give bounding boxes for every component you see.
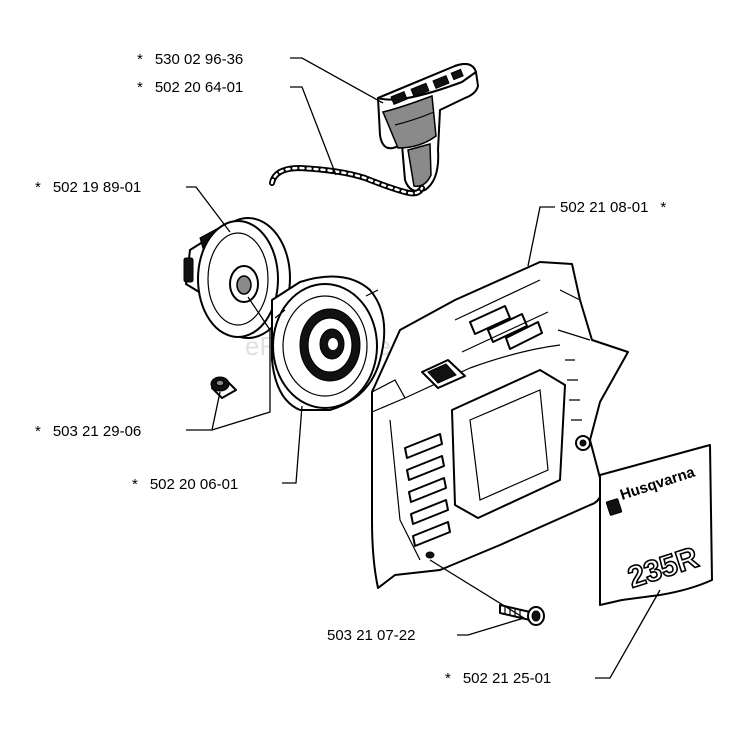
leader-center-screw-2 [211,296,271,431]
label-decal: *502 21 25-01 [445,670,551,687]
leader-spring-housing [282,405,303,484]
label-rope: *502 20 64-01 [137,79,243,96]
leader-mount-screw [457,617,525,636]
starter-handle-drawing [377,63,479,193]
leader-center-screw [186,391,221,431]
leader-decal [595,589,661,679]
label-mount-screw: 503 21 07-22 [327,627,415,644]
center-screw-drawing [210,376,237,399]
leader-mount-screw-2 [429,559,525,619]
starter-rope-drawing [269,164,425,197]
leader-rope [290,86,337,176]
leader-lines [186,57,661,679]
label-pulley: *502 19 89-01 [35,179,141,196]
leader-cover [527,206,555,267]
starter-cover-drawing [371,261,629,589]
spring-housing-drawing [271,275,386,411]
label-handle: *530 02 96-36 [137,51,243,68]
label-cover: 502 21 08-01* [560,199,666,216]
part-labels: *530 02 96-36 *502 20 64-01 *502 19 89-0… [35,51,666,687]
decal-drawing: Husqvarna 235R [599,444,713,606]
leader-handle [290,57,384,104]
pulley-drawing [183,217,291,339]
label-spring-housing: *502 20 06-01 [132,476,238,493]
leader-pulley [186,186,231,233]
label-center-screw: *503 21 29-06 [35,423,141,440]
